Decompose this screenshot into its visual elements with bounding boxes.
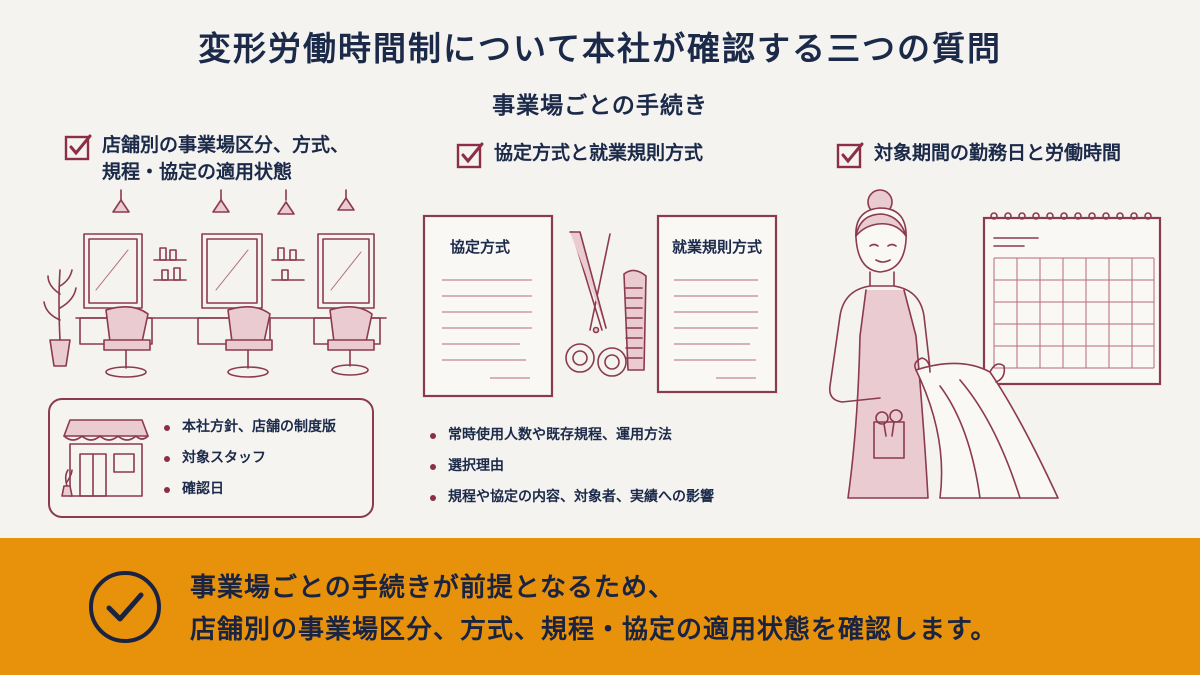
scissors-icon	[565, 231, 627, 377]
comb-icon	[623, 269, 647, 371]
list-item: 常時使用人数や既存規程、運用方法	[428, 428, 714, 443]
check-circle-icon	[89, 571, 161, 643]
page-title: 変形労働時間制について本社が確認する三つの質問	[197, 29, 1002, 68]
document-label-agreement: 協定方式	[450, 238, 511, 256]
column-1-heading-line-2: 規程・協定の適用状態	[102, 161, 293, 183]
list-item: 規程や協定の内容、対象者、実績への影響	[428, 490, 714, 505]
checkbox-checked-icon	[836, 142, 864, 169]
column-3-heading-line-1: 対象期間の勤務日と労働時間	[874, 142, 1122, 164]
page-subtitle: 事業場ごとの手続き	[492, 93, 708, 119]
column-2-heading: 協定方式と就業規則方式	[456, 140, 703, 169]
column-1-heading-line-1: 店舗別の事業場区分、方式、	[102, 134, 350, 156]
column-1-heading: 店舗別の事業場区分、方式、 規程・協定の適用状態	[64, 132, 349, 186]
document-label-rules: 就業規則方式	[672, 238, 763, 256]
stylist-calendar-illustration	[828, 189, 1162, 499]
calendar-icon	[982, 212, 1162, 386]
list-item: 対象スタッフ	[162, 451, 336, 466]
column-3-heading: 対象期間の勤務日と労働時間	[836, 140, 1121, 169]
list-item: 選択理由	[428, 459, 714, 474]
salon-illustration	[43, 189, 387, 378]
column-1-bullet-list: 本社方針、店舗の制度版 対象スタッフ 確認日	[162, 420, 336, 513]
summary-text: 事業場ごとの手続きが前提となるため、 店舗別の事業場区分、方式、規程・協定の適用…	[190, 567, 997, 651]
storefront-icon	[61, 419, 149, 497]
summary-line-2: 店舗別の事業場区分、方式、規程・協定の適用状態を確認します。	[190, 615, 998, 645]
summary-banner	[0, 538, 1200, 675]
column-2-bullet-list: 常時使用人数や既存規程、運用方法 選択理由 規程や協定の内容、対象者、実績への影…	[428, 428, 714, 521]
list-item: 本社方針、店舗の制度版	[162, 420, 336, 435]
column-2-heading-line-1: 協定方式と就業規則方式	[494, 142, 704, 164]
checkbox-checked-icon	[456, 142, 484, 169]
store-info-box	[48, 398, 374, 518]
stylist-figure	[828, 189, 1059, 499]
list-item: 確認日	[162, 482, 336, 497]
summary-line-1: 事業場ごとの手続きが前提となるため、	[190, 573, 675, 603]
checkbox-checked-icon	[64, 134, 92, 161]
documents-illustration	[422, 214, 778, 398]
